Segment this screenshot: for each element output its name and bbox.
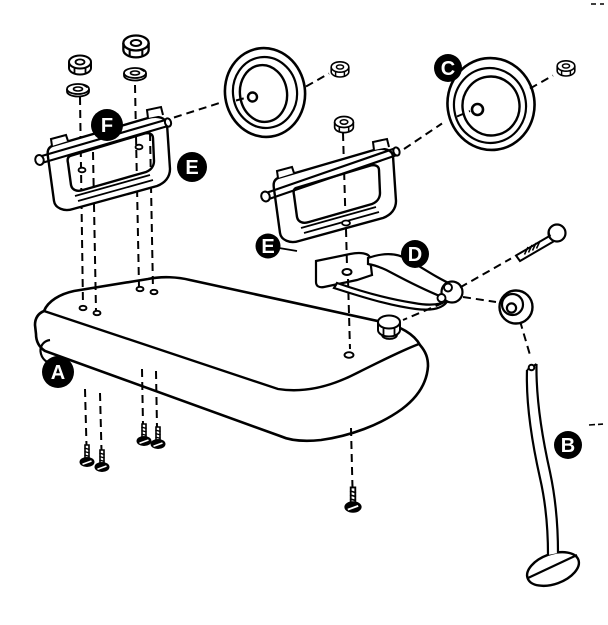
- callout-f-letter: F: [101, 115, 113, 137]
- callout-a-letter: A: [51, 362, 65, 384]
- callout-b-letter: B: [561, 435, 575, 457]
- scan-artifacts: [588, 3, 604, 426]
- callout-c-letter: C: [441, 58, 455, 80]
- bracket-right-hole: [341, 219, 351, 227]
- callout-f: F: [91, 109, 123, 141]
- base-mounting-holes: [78, 285, 355, 359]
- wheel-left-hub-hole: [246, 91, 259, 103]
- screw-1: [79, 444, 95, 468]
- base-silhouette: [33, 275, 430, 443]
- callout-d-letter: D: [408, 244, 422, 266]
- callout-a: A: [42, 356, 74, 388]
- carriage-bolt: [514, 223, 567, 263]
- callout-e-right-letter: E: [261, 236, 274, 258]
- roller-wheel: [498, 289, 534, 325]
- lever-arm-hole-2: [436, 293, 447, 303]
- axle-nut-right-wheel: [556, 59, 576, 77]
- callout-e-left: E: [177, 152, 207, 182]
- lock-washer-1: [66, 83, 90, 98]
- hex-nut-bracket-right: [333, 115, 355, 134]
- callout-e-right: E: [255, 233, 281, 259]
- wheel-right-hub-hole: [470, 102, 485, 117]
- base-top-front-crease: [43, 309, 420, 392]
- kickstand: [525, 363, 581, 588]
- bracket-left-hole-1: [77, 166, 87, 174]
- wheel-right: [446, 56, 536, 152]
- hex-bolt-on-base: [377, 314, 401, 340]
- lock-washer-2: [123, 67, 147, 82]
- screw-center: [344, 486, 362, 514]
- callout-b: B: [554, 431, 582, 459]
- kickstand-top-hole: [527, 363, 536, 372]
- base-platform: [33, 275, 430, 443]
- lever-arm-assembly: [314, 251, 464, 311]
- hex-nut-1: [68, 54, 92, 76]
- axle-bracket-right: [260, 137, 401, 244]
- axle-rod-right: [260, 146, 401, 203]
- hex-nut-2: [122, 34, 150, 59]
- foot-pad-edge: [527, 554, 578, 579]
- callout-e-right-leader: [278, 247, 298, 252]
- wheel-left: [223, 46, 307, 139]
- callout-c: C: [434, 54, 462, 82]
- kickstand-rod-body: [526, 364, 558, 555]
- screw-3: [136, 423, 152, 447]
- screw-2: [94, 449, 110, 473]
- bracket-left-hole-2: [134, 143, 144, 151]
- callout-d: D: [401, 240, 429, 268]
- pivot-plate-hole: [341, 268, 353, 276]
- screw-4: [150, 426, 166, 450]
- axle-nut-left-wheel: [330, 60, 350, 78]
- lever-arm-hole-1: [443, 282, 453, 293]
- callout-e-left-letter: E: [185, 157, 198, 179]
